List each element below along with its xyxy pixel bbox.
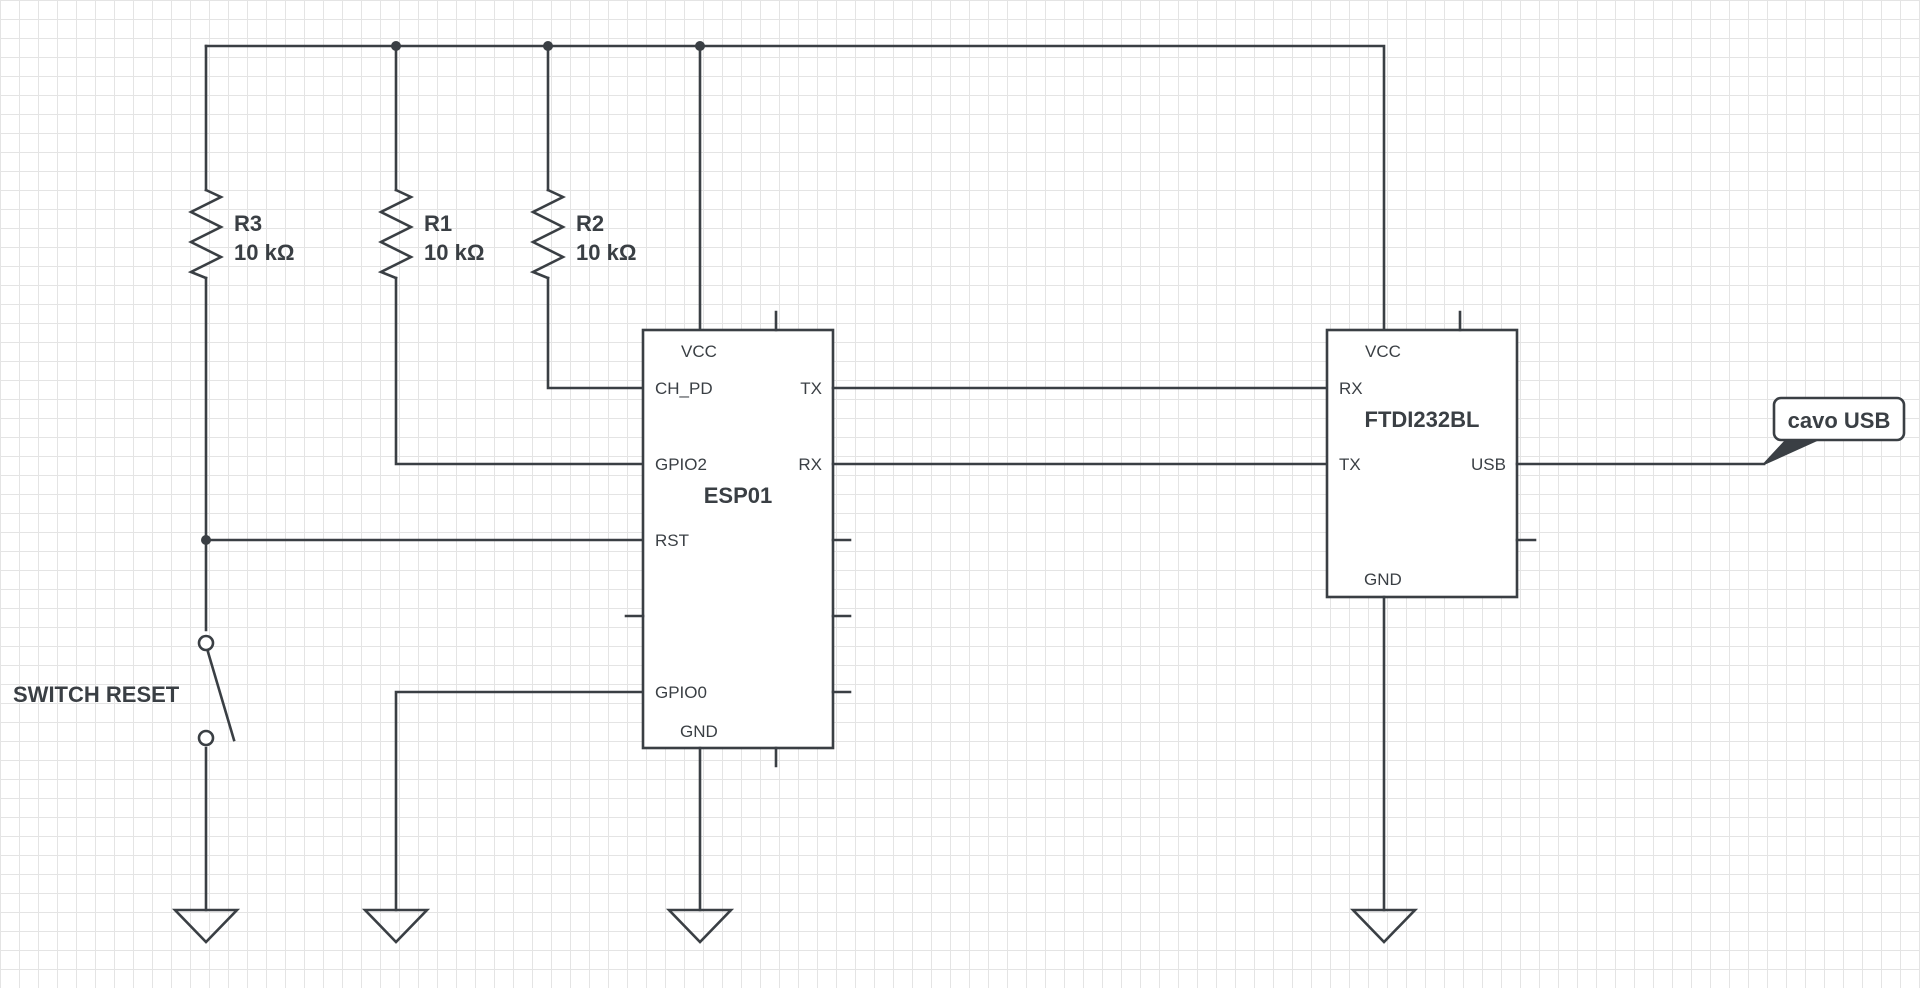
r3-value: 10 kΩ xyxy=(234,240,294,265)
r3-name: R3 xyxy=(234,211,262,236)
vcc-rail xyxy=(204,44,1386,466)
junction-dot xyxy=(695,41,705,51)
usb-callout: cavo USB xyxy=(1763,396,1906,465)
ground-symbol xyxy=(171,908,241,944)
esp01-pin-gnd: GND xyxy=(680,722,718,741)
ftdi-pin-vcc: VCC xyxy=(1365,342,1401,361)
resistor-r2 xyxy=(529,188,566,280)
ground-symbol xyxy=(665,908,735,944)
gpio0-wire xyxy=(394,690,645,912)
r1-value: 10 kΩ xyxy=(424,240,484,265)
esp01-pin-vcc: VCC xyxy=(681,342,717,361)
esp01-pin-gpio0: GPIO0 xyxy=(655,683,707,702)
ftdi-chip xyxy=(1325,310,1537,912)
switch-label: SWITCH RESET xyxy=(13,682,180,707)
usb-callout-label: cavo USB xyxy=(1788,408,1891,433)
r2-value: 10 kΩ xyxy=(576,240,636,265)
esp01-pin-rx: RX xyxy=(798,455,822,474)
ground-symbol xyxy=(361,908,431,944)
esp01-pin-gpio2: GPIO2 xyxy=(655,455,707,474)
esp01-pin-ch-pd: CH_PD xyxy=(655,379,713,398)
esp01-pin-tx: TX xyxy=(800,379,822,398)
reset-branch xyxy=(204,44,645,912)
resistor-r1 xyxy=(377,188,414,280)
junction-dot xyxy=(391,41,401,51)
ftdi-title: FTDI232BL xyxy=(1365,407,1480,432)
ftdi-pin-gnd: GND xyxy=(1364,570,1402,589)
esp01-chip xyxy=(624,310,852,912)
ftdi-pin-tx: TX xyxy=(1339,455,1361,474)
ftdi-pin-usb: USB xyxy=(1471,455,1506,474)
ftdi-pin-rx: RX xyxy=(1339,379,1363,398)
r2-name: R2 xyxy=(576,211,604,236)
resistor-r3 xyxy=(187,188,224,280)
ground-symbol xyxy=(1349,908,1419,944)
reset-switch xyxy=(197,634,236,747)
esp01-title: ESP01 xyxy=(704,483,773,508)
esp01-pin-rst: RST xyxy=(655,531,689,550)
junction-dots xyxy=(201,41,705,545)
junction-dot xyxy=(543,41,553,51)
r1-name: R1 xyxy=(424,211,452,236)
